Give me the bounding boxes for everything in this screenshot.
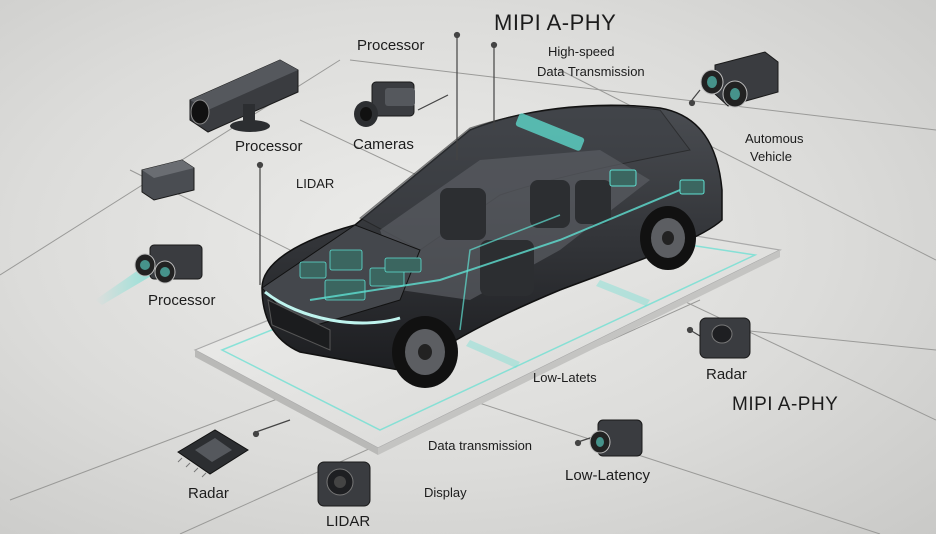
label-low-latency-right: Low-Latency (565, 467, 650, 484)
label-processor-top: Processor (357, 37, 425, 54)
camera-device-center (354, 82, 415, 127)
label-display: Display (424, 485, 467, 500)
label-low-latency-center: Low-Latets (533, 370, 597, 385)
subtitle-high-speed: High-speed (548, 44, 615, 59)
label-processor-mid: Processor (148, 292, 216, 309)
camera-device-top-left (190, 60, 298, 132)
lidar-device-left (142, 160, 194, 200)
label-data-transmission: Data transmission (428, 438, 532, 453)
stereo-camera-right (701, 52, 778, 107)
radar-device-right (700, 318, 750, 358)
label-vehicle: Vehicle (750, 149, 792, 164)
label-mipi-aphy-right: MIPI A-PHY (732, 394, 838, 416)
label-processor-left: Processor (235, 138, 303, 155)
subtitle-data-transmission: Data Transmission (537, 64, 645, 79)
radar-chip-bottom (178, 430, 248, 477)
label-radar-bottom: Radar (188, 485, 229, 502)
label-lidar-bottom: LIDAR (326, 513, 370, 530)
label-radar-right: Radar (706, 366, 747, 383)
title-mipi-aphy-top: MIPI A-PHY (494, 10, 616, 36)
label-autonomous: Automous (745, 131, 804, 146)
label-cameras: Cameras (353, 136, 414, 153)
camera-device-bottom-right (590, 420, 642, 456)
lidar-device-bottom (318, 462, 370, 506)
label-lidar-left: LIDAR (296, 176, 334, 191)
